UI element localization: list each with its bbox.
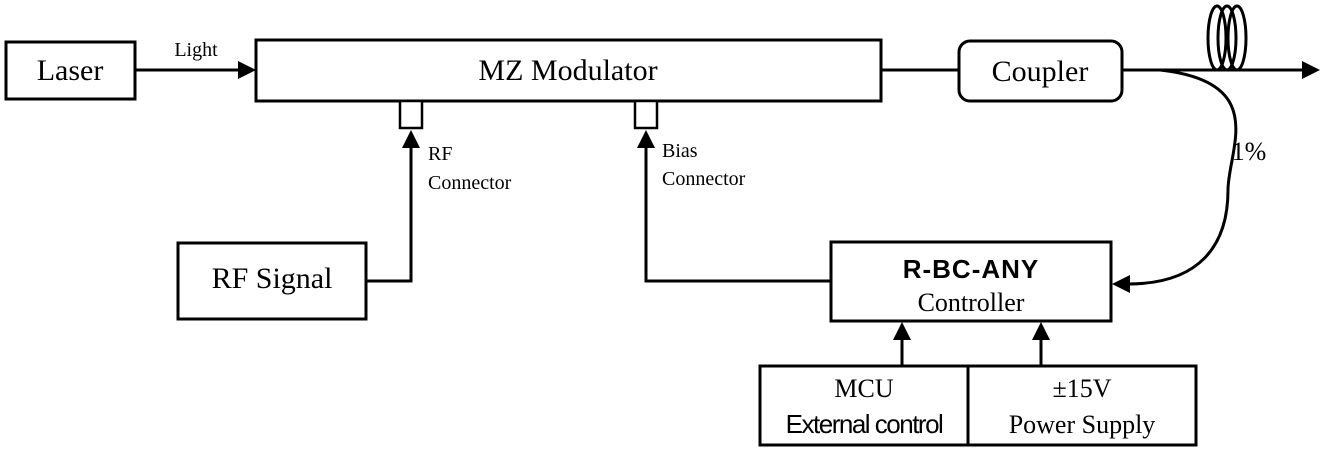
fiber-coil-loop-2: [1216, 4, 1238, 72]
output-arrowhead: [1302, 61, 1320, 79]
mcu-label-line1: MCU: [834, 374, 893, 403]
tap-feedback-path: [1127, 68, 1238, 286]
power-arrowhead: [1032, 322, 1050, 340]
rf-arrow-line: [366, 146, 413, 283]
bias-connector-label-line1: Bias: [662, 140, 698, 162]
controller-block: R-BC-ANY Controller: [829, 240, 1113, 323]
rf-arrow: [366, 130, 420, 283]
mz-modulator-block: MZ Modulator: [254, 38, 883, 103]
rf-arrowhead: [402, 130, 420, 148]
mcu-arrowhead: [893, 322, 911, 340]
mcu-box: [758, 364, 970, 447]
laser-box: [4, 40, 137, 101]
bias-arrow: [637, 130, 831, 283]
light-label: Light: [174, 39, 218, 61]
fiber-coil-loop-3: [1226, 4, 1248, 72]
power-supply-box: [966, 364, 1198, 447]
mz-modulator-box: [254, 38, 883, 103]
tap-feedback-arrowhead: [1112, 275, 1130, 293]
bias-connector-stub: [633, 99, 659, 130]
rf-connector-label-line1: RF: [428, 143, 452, 165]
power-supply-block: ±15V Power Supply: [966, 364, 1198, 447]
mz-modulator-label: MZ Modulator: [478, 54, 657, 87]
bias-connector-label-line2: Connector: [662, 168, 746, 190]
power-supply-label-line2: Power Supply: [1009, 410, 1156, 439]
controller-model-label: R-BC-ANY: [903, 254, 1040, 284]
rf-signal-label: RF Signal: [212, 262, 333, 295]
tap-feedback: 1%: [1112, 68, 1267, 293]
fiber-coil-loop-1: [1206, 4, 1228, 72]
coupler-label: Coupler: [992, 55, 1089, 88]
bias-arrowhead: [637, 130, 655, 148]
light-arrow: Light: [135, 39, 256, 79]
mcu-block: MCU External control: [758, 364, 970, 447]
power-supply-label-line1: ±15V: [1052, 374, 1111, 403]
rf-signal-block: RF Signal: [176, 241, 368, 321]
light-arrowhead: [238, 61, 256, 79]
bias-arrow-line: [644, 146, 831, 283]
mcu-arrow: [893, 322, 911, 366]
coupler-block: Coupler: [957, 39, 1124, 103]
rf-signal-box: [176, 241, 368, 321]
controller-label: Controller: [918, 288, 1025, 317]
tap-percent-label: 1%: [1232, 137, 1267, 166]
mcu-label-line2: External control: [786, 409, 943, 439]
output-fiber: [1122, 4, 1320, 79]
rf-connector-label-line2: Connector: [428, 172, 512, 194]
laser-block: Laser: [4, 40, 137, 101]
rf-connector-stub: [398, 99, 424, 130]
laser-label: Laser: [37, 54, 104, 87]
power-arrow: [1032, 322, 1050, 366]
